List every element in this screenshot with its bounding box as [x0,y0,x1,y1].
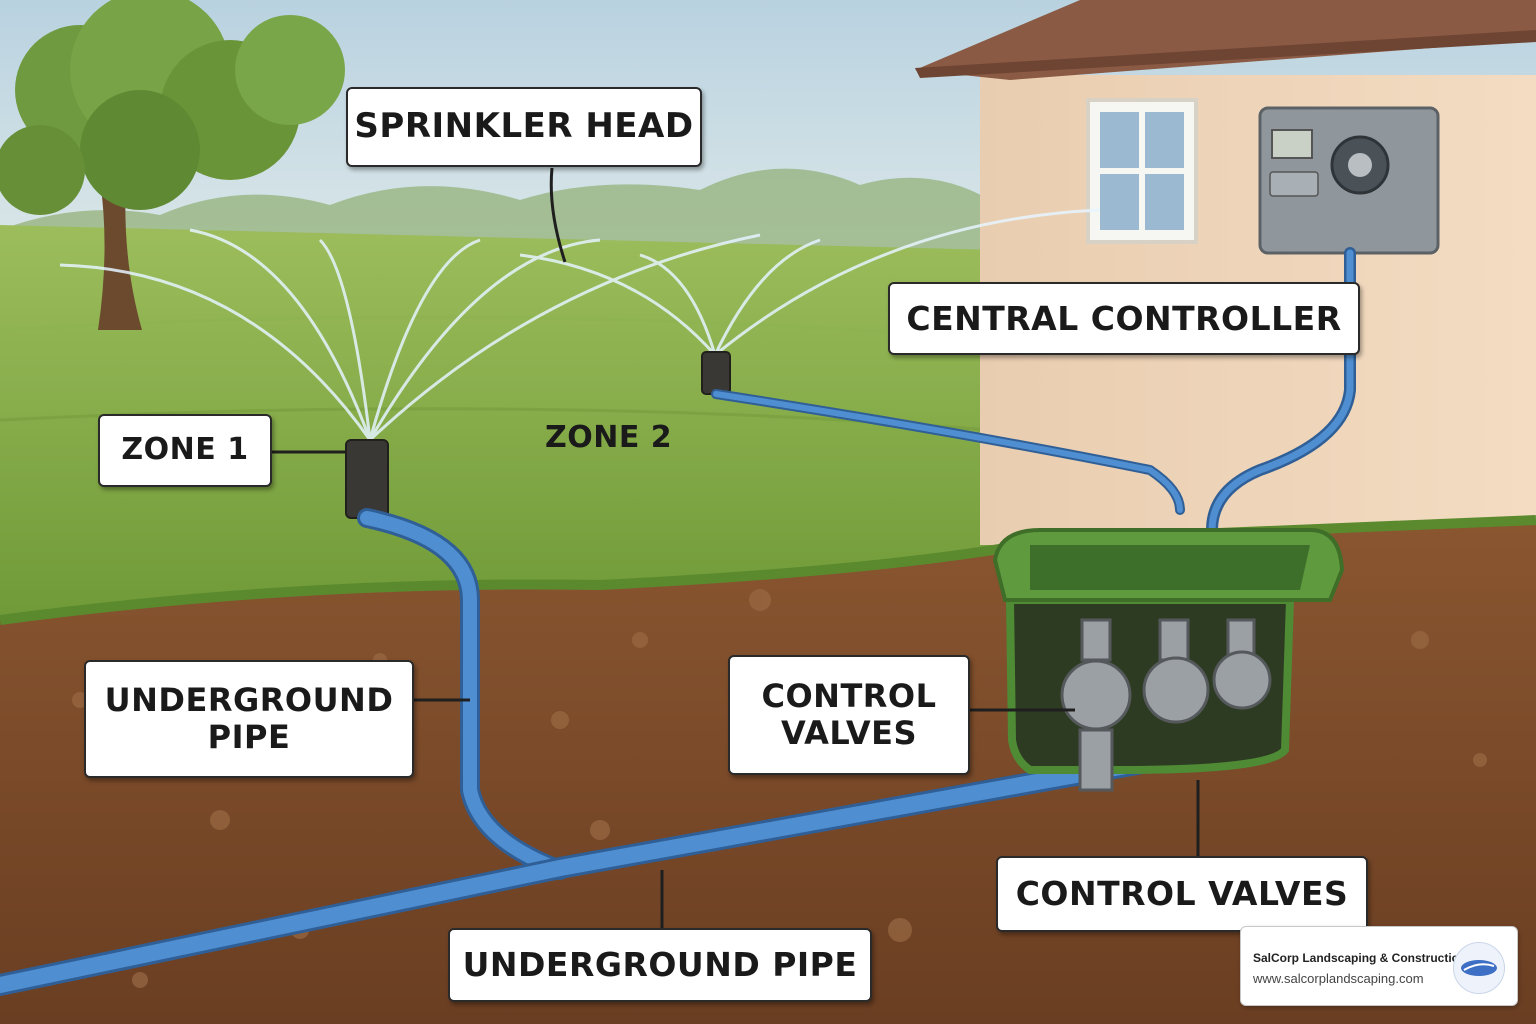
control-valves-label-right: CONTROL VALVES [996,856,1368,932]
leader-lines [272,167,1200,928]
company-logo-icon [1453,942,1505,994]
zone-1-label: ZONE 1 [98,414,272,487]
tree [0,0,345,330]
company-url: www.salcorplandscaping.com [1253,971,1424,986]
valves [1060,618,1272,792]
central-controller-label: CENTRAL CONTROLLER [888,282,1360,355]
underground-pipe-label-left: UNDERGROUND PIPE [84,660,414,778]
sprinkler-head-zone1 [345,439,389,519]
house [915,0,1536,545]
control-valves-label-mid: CONTROL VALVES [728,655,970,775]
underground-pipe-label-bottom: UNDERGROUND PIPE [448,928,872,1002]
valve-box [992,528,1345,792]
company-name: SalCorp Landscaping & Construction [1253,951,1467,965]
branding-card: SalCorp Landscaping & Construction www.s… [1240,926,1518,1006]
sprinkler-head-zone2 [701,351,731,395]
water-spray [59,208,1101,442]
sprinkler-head-label: SPRINKLER HEAD [346,87,702,167]
zone-2-label: ZONE 2 [545,420,673,455]
